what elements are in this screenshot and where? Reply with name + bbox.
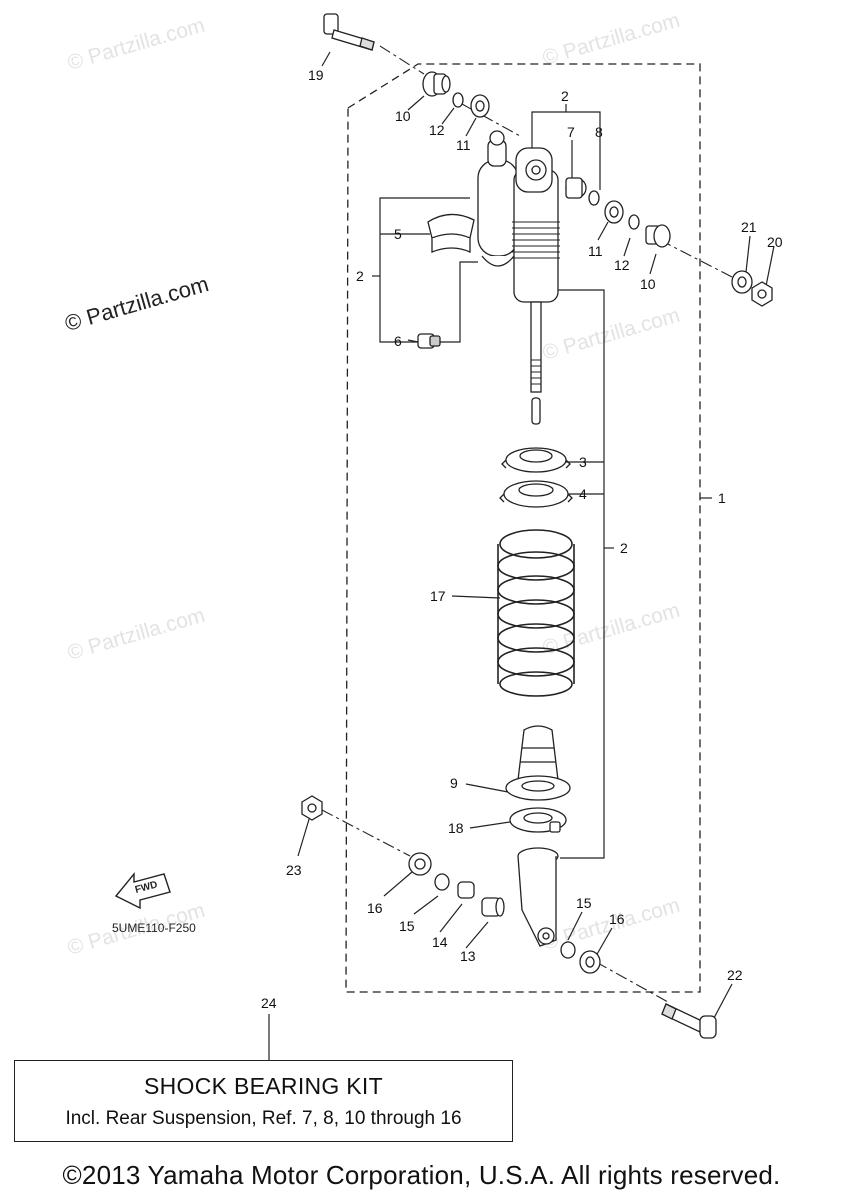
ring-nut-4[interactable] [499, 480, 573, 508]
watermark: © Partzilla.com [540, 9, 682, 70]
nut-23[interactable] [301, 795, 323, 821]
lower-clevis[interactable] [517, 847, 559, 947]
callout-12: 12 [614, 257, 630, 273]
callout-2: 2 [356, 268, 364, 284]
callout-22: 22 [727, 967, 743, 983]
callout-8: 8 [595, 124, 603, 140]
callout-14: 14 [432, 934, 448, 950]
spring-guide-9[interactable] [505, 775, 571, 801]
collar-15-right[interactable] [560, 941, 576, 959]
shock-body[interactable] [512, 147, 560, 425]
forward-arrow-icon: FWD [114, 872, 171, 910]
protector-5[interactable] [427, 213, 475, 253]
callout-15: 15 [576, 895, 592, 911]
callout-2: 2 [620, 540, 628, 556]
shock-bearing-kit-box: SHOCK BEARING KIT Incl. Rear Suspension,… [14, 1060, 513, 1142]
callout-5: 5 [394, 226, 402, 242]
callout-15: 15 [399, 918, 415, 934]
callout-23: 23 [286, 862, 302, 878]
oil-seal-11-top[interactable] [470, 94, 490, 118]
bolt-22[interactable] [661, 1003, 717, 1039]
callout-4: 4 [579, 486, 587, 502]
valve-6[interactable] [417, 333, 441, 349]
kit-title: SHOCK BEARING KIT [144, 1073, 383, 1099]
callout-21: 21 [741, 219, 757, 235]
callout-10: 10 [640, 276, 656, 292]
callout-numbers: 19 10 12 11 2 7 8 5 2 6 11 12 10 21 20 3… [261, 67, 783, 1011]
callout-24: 24 [261, 995, 277, 1011]
bush-7[interactable] [565, 177, 587, 199]
callout-16: 16 [609, 911, 625, 927]
bearing-13[interactable] [481, 897, 505, 917]
dust-seal-16-left[interactable] [408, 852, 432, 876]
callout-18: 18 [448, 820, 464, 836]
callout-12: 12 [429, 122, 445, 138]
collar-14[interactable] [457, 881, 475, 899]
callout-16: 16 [367, 900, 383, 916]
callout-6: 6 [394, 333, 402, 349]
callout-7: 7 [567, 124, 575, 140]
bolt-19[interactable] [323, 13, 375, 51]
callout-10: 10 [395, 108, 411, 124]
o-ring-12-top[interactable] [452, 92, 464, 108]
watermark: © Partzilla.com [65, 604, 207, 665]
diagram-code: 5UME110-F250 [112, 921, 196, 935]
kit-note: Incl. Rear Suspension, Ref. 7, 8, 10 thr… [65, 1108, 462, 1129]
washer-21[interactable] [731, 270, 753, 294]
watermark: © Partzilla.com [540, 304, 682, 365]
callout-17: 17 [430, 588, 446, 604]
oil-seal-11-right[interactable] [604, 200, 624, 224]
rear-suspension-diagram: © Partzilla.com © Partzilla.com © Partzi… [65, 9, 783, 1060]
assembly-boundary [345, 63, 701, 993]
washer-8[interactable] [588, 190, 600, 206]
o-ring-12-right[interactable] [628, 214, 640, 230]
callout-1: 1 [718, 490, 726, 506]
watermark: © Partzilla.com [540, 599, 682, 660]
reservoir-tank[interactable] [477, 130, 519, 267]
watermark: © Partzilla.com [65, 14, 207, 75]
spring-17[interactable] [497, 529, 575, 697]
callout-20: 20 [767, 234, 783, 250]
collar-10-right[interactable] [645, 224, 671, 248]
callout-2: 2 [561, 88, 569, 104]
callout-11: 11 [588, 243, 603, 259]
callout-13: 13 [460, 948, 476, 964]
nut-20[interactable] [751, 281, 773, 307]
collar-15-left[interactable] [434, 873, 450, 891]
callout-19: 19 [308, 67, 324, 83]
collar-10-top[interactable] [422, 71, 451, 97]
callout-3: 3 [579, 454, 587, 470]
ring-nut-3[interactable] [501, 447, 571, 473]
callout-9: 9 [450, 775, 458, 791]
bump-stop[interactable] [517, 725, 559, 785]
spring-seat-18[interactable] [509, 807, 567, 833]
copyright-notice: ©2013 Yamaha Motor Corporation, U.S.A. A… [62, 1160, 781, 1190]
callout-11: 11 [456, 137, 471, 153]
dust-seal-16-right[interactable] [579, 950, 601, 974]
watermarks: © Partzilla.com © Partzilla.com © Partzi… [65, 9, 682, 960]
